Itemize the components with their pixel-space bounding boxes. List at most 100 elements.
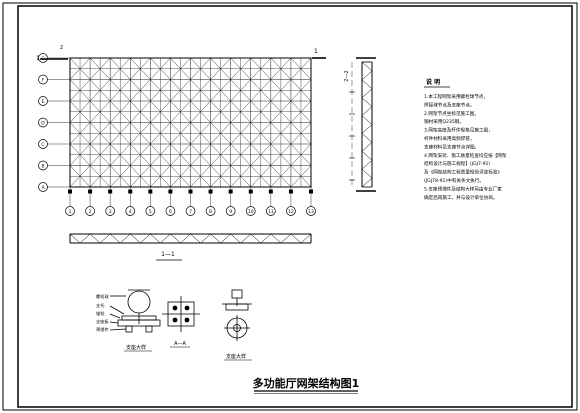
web-member xyxy=(170,57,191,80)
row-label: A xyxy=(41,185,45,191)
support-left-label: 预埋件 xyxy=(96,326,109,333)
web-member xyxy=(150,57,171,80)
row-label: B xyxy=(41,163,44,169)
diagonal-member xyxy=(160,233,171,244)
web-member xyxy=(110,143,131,166)
web-member xyxy=(150,143,171,166)
column-label: 2 xyxy=(89,209,92,215)
web-member xyxy=(210,79,231,102)
diagonal-member xyxy=(170,233,181,244)
web-member xyxy=(270,165,292,188)
web-member xyxy=(270,57,292,80)
web-member xyxy=(210,100,231,123)
web-member xyxy=(69,57,91,80)
diagonal-member xyxy=(210,233,221,244)
column-bubble xyxy=(205,206,216,216)
row-bubble xyxy=(38,160,48,171)
web-member xyxy=(190,122,211,145)
row-label: E xyxy=(42,99,45,105)
web-member xyxy=(69,100,91,123)
diagonal-member xyxy=(240,233,251,244)
web-member xyxy=(290,57,312,80)
inner-frame xyxy=(17,5,573,408)
note-line: 确定后再施工，并与设计单位协商。 xyxy=(424,194,498,201)
web-member xyxy=(130,165,151,188)
column-bubble xyxy=(65,206,75,216)
note-line: 杆件材料采用高频焊管， xyxy=(424,135,475,142)
column-label: 3 xyxy=(109,209,112,215)
web-member xyxy=(250,100,271,123)
web-member xyxy=(170,165,191,188)
notes-heading: 说 明 xyxy=(426,78,440,86)
side-diagonal xyxy=(361,115,373,125)
column-label: 6 xyxy=(169,209,172,215)
column-label: 7 xyxy=(189,209,192,215)
support-left-label: 支托 xyxy=(96,302,104,309)
row-bubble xyxy=(38,53,48,63)
section-label: 1—1 xyxy=(161,251,175,258)
web-member xyxy=(89,100,111,123)
note-line: 及《网架结构工程质量检验评定标准》 xyxy=(424,169,502,176)
web-member xyxy=(230,165,251,188)
section-1-1-elevation xyxy=(69,233,312,244)
web-member xyxy=(110,100,131,123)
diagonal-member xyxy=(130,233,141,244)
web-member xyxy=(69,165,91,188)
row-label: C xyxy=(41,142,44,148)
section-2-2-elevation xyxy=(349,57,376,192)
column-label: 8 xyxy=(209,209,212,215)
row-bubble xyxy=(38,182,48,192)
diagonal-member xyxy=(280,233,292,244)
diagonal-member xyxy=(89,233,101,244)
side-diagonal xyxy=(361,97,373,107)
drawing-title: 多功能厅网架结构图1 xyxy=(253,376,360,390)
column-bubble xyxy=(165,206,176,216)
diagonal-member xyxy=(270,233,282,244)
web-member xyxy=(150,100,171,123)
detail-a-a xyxy=(162,296,200,332)
web-member xyxy=(270,122,292,145)
column-bubble xyxy=(185,206,196,216)
web-member xyxy=(290,79,312,102)
column-bubble xyxy=(105,206,116,216)
web-member xyxy=(290,100,312,123)
side-diagonal xyxy=(361,142,373,152)
column-label: 1 xyxy=(69,209,72,215)
diagonal-member xyxy=(150,233,161,244)
web-member xyxy=(230,100,251,123)
column-label: 11 xyxy=(268,209,274,215)
column-label: 4 xyxy=(129,209,132,215)
web-member xyxy=(130,143,151,166)
web-member xyxy=(250,165,271,188)
diagonal-member xyxy=(120,233,131,244)
note-line: 钢材采用Q235钢。 xyxy=(424,118,464,125)
web-member xyxy=(230,122,251,145)
web-member xyxy=(190,79,211,102)
web-member xyxy=(170,143,191,166)
web-member xyxy=(150,79,171,102)
notes-block: 1.本工程网架采用螺栓球节点， 焊接球节点及支座节点。2.网架节点坐标见施工图。… xyxy=(424,93,507,201)
diagonal-member xyxy=(109,233,121,244)
diagonal-member xyxy=(99,233,111,244)
web-member xyxy=(110,122,131,145)
note-line: 结构设计与施工规程】(JGJ7-91) xyxy=(424,160,490,167)
web-member xyxy=(170,79,191,102)
note-line: 支座材料见支座节点详图。 xyxy=(424,143,479,150)
web-member xyxy=(210,143,231,166)
note-line: 4.网架安装、施工质量检查均应按【网架 xyxy=(424,152,507,159)
diagonal-member xyxy=(250,233,261,244)
web-member xyxy=(290,165,312,188)
web-member xyxy=(230,79,251,102)
web-member xyxy=(250,57,271,80)
web-member xyxy=(230,143,251,166)
row-label: D xyxy=(41,120,45,126)
web-member xyxy=(230,57,251,80)
web-member xyxy=(250,122,271,145)
web-member xyxy=(69,79,91,102)
row-bubble xyxy=(38,96,48,106)
web-member xyxy=(110,165,131,188)
column-label: 13 xyxy=(308,209,314,215)
web-member xyxy=(89,79,111,102)
